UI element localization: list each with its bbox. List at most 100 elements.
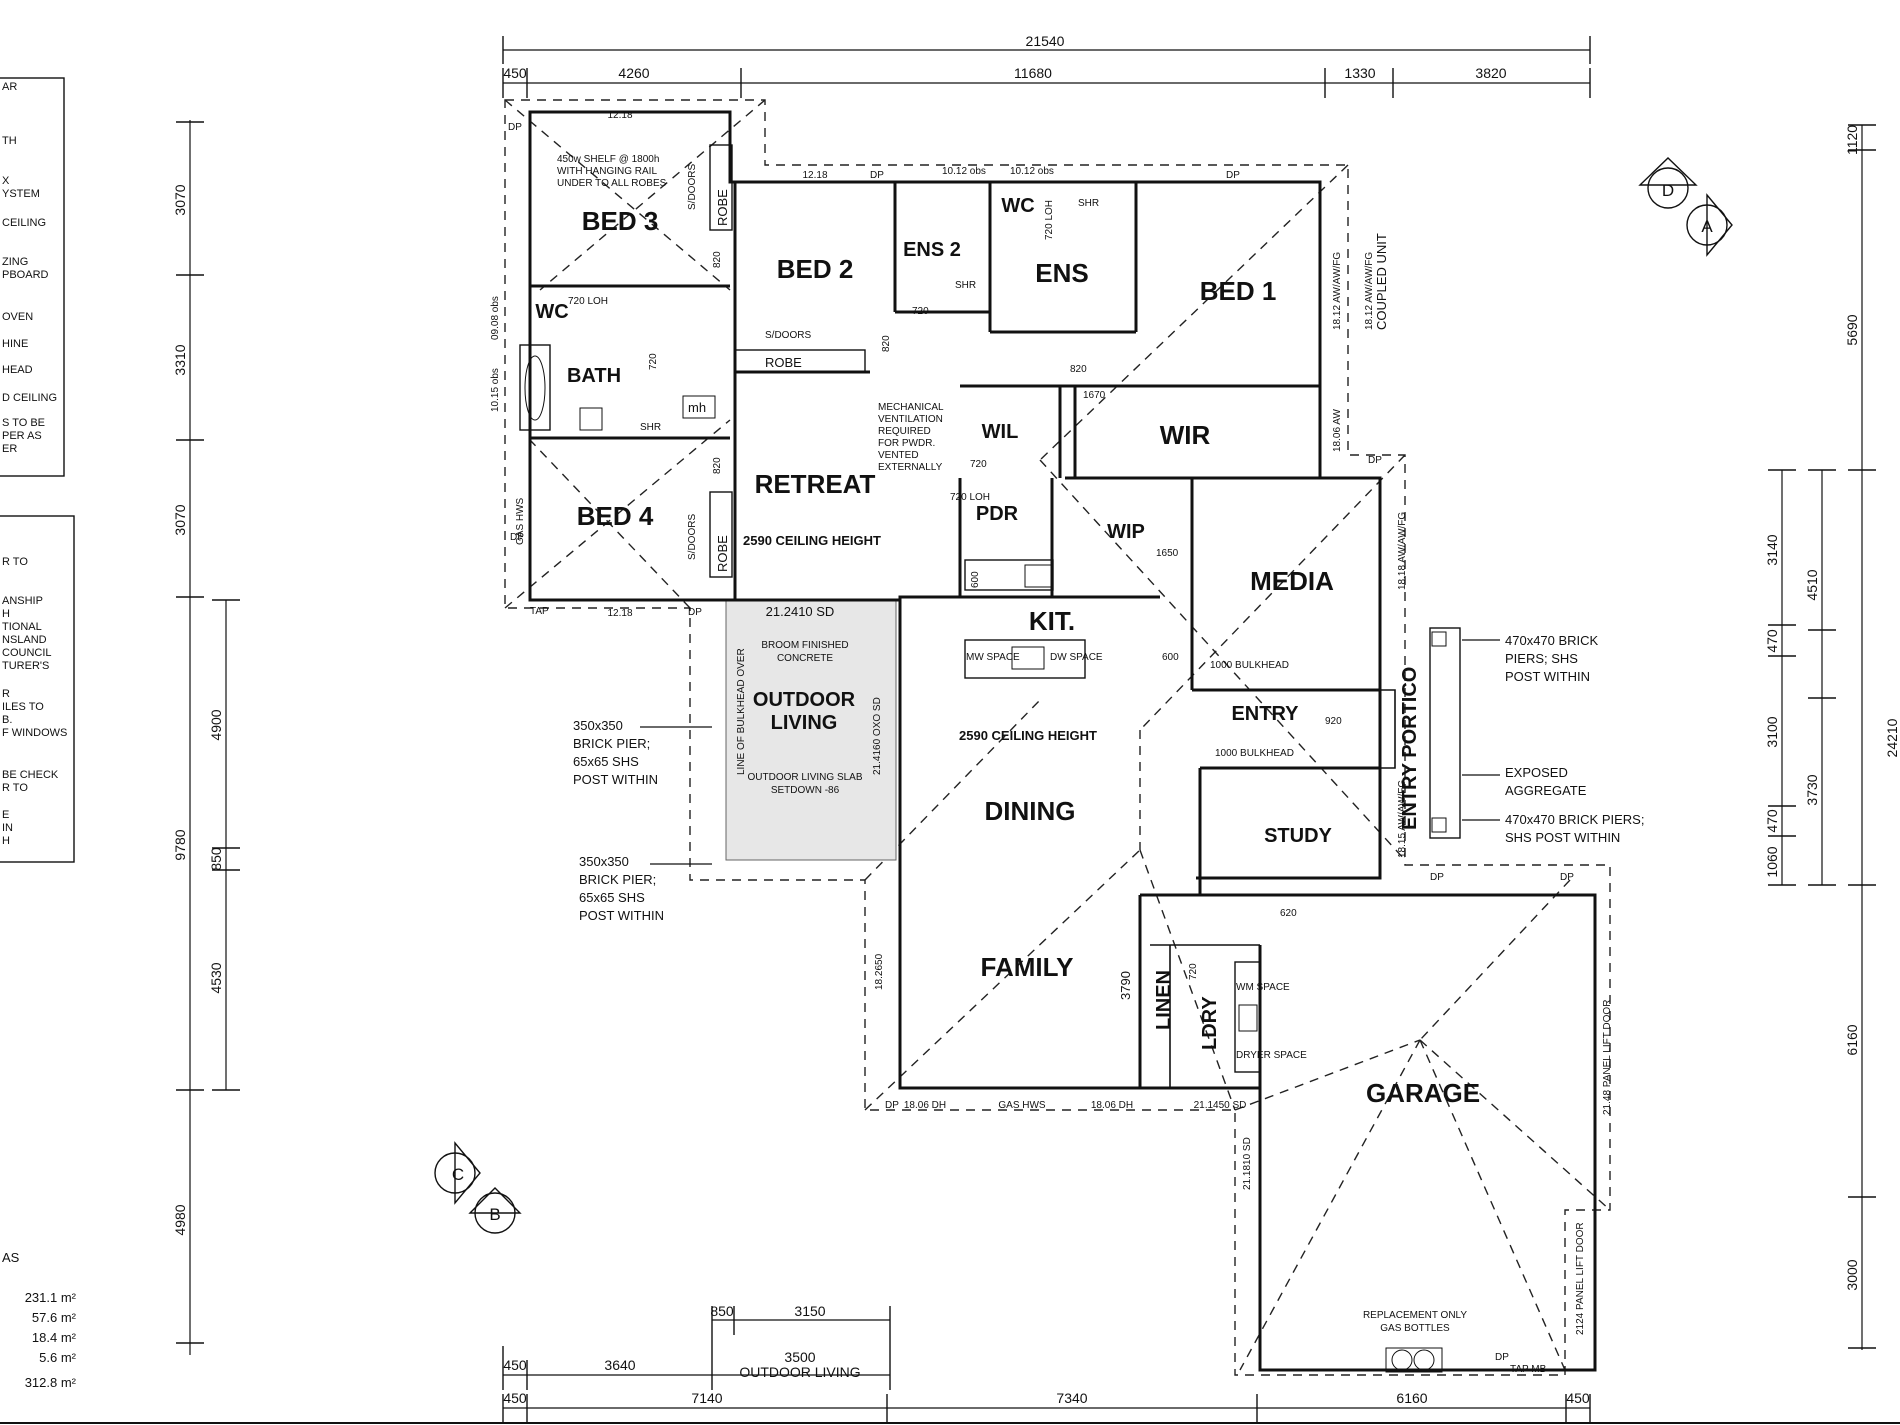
note-dp: DP: [870, 170, 884, 181]
areas-schedule: AS 231.1 m² 57.6 m² 18.4 m² 5.6 m² 312.8…: [2, 1250, 77, 1390]
legend-line: ZING: [2, 256, 28, 268]
note-window: 12.18: [802, 170, 827, 181]
note-slab: OUTDOOR LIVING SLAB: [747, 772, 862, 783]
note-oxsd: 21.4160 OXO SD: [872, 697, 883, 775]
dim-label: OUTDOOR LIVING: [739, 1364, 860, 1380]
legend-line: TIONAL: [2, 621, 42, 633]
room-kit: KIT.: [1029, 606, 1075, 636]
legend-line: B.: [2, 714, 12, 726]
note-gas-bottles: GAS BOTTLES: [1380, 1323, 1450, 1334]
dim-label: 3640: [604, 1357, 635, 1373]
legend-line: HEAD: [2, 364, 33, 376]
note-obs: 10.12 obs: [1010, 166, 1054, 177]
dim-label: 4900: [208, 709, 224, 740]
legend-line: TH: [2, 135, 17, 147]
note-mw: MW SPACE: [966, 652, 1020, 663]
dim-label: 470: [1764, 809, 1780, 833]
legend-line: R TO: [2, 556, 28, 568]
dim-label: 4980: [172, 1204, 188, 1235]
note-dh: 18.06 DH: [904, 1100, 946, 1111]
room-wc-left: WC: [535, 301, 568, 323]
note-window: 12.18: [607, 110, 632, 121]
area-value: 312.8 m²: [25, 1375, 77, 1390]
note-window: 18.12 AW/AW/FG: [1364, 252, 1375, 330]
note-shr: SHR: [640, 422, 661, 433]
legend-line: TURER'S: [2, 660, 49, 672]
legend-line: D CEILING: [2, 392, 57, 404]
note-coupled: COUPLED UNIT: [1374, 233, 1389, 330]
note-dim: 3790: [1118, 971, 1133, 1000]
note-bulkhead: 1000 BULKHEAD: [1210, 660, 1289, 671]
note-tap: TAP: [530, 606, 549, 617]
note-dryer: DRYER SPACE: [1236, 1050, 1307, 1061]
area-value: 231.1 m²: [25, 1290, 77, 1305]
room-ens2: ENS 2: [903, 239, 961, 261]
note-dp: DP: [1560, 872, 1574, 883]
legend-line: S TO BE: [2, 417, 45, 429]
dim-label: 4530: [208, 962, 224, 993]
room-study: STUDY: [1264, 825, 1332, 847]
note-broom: CONCRETE: [777, 653, 833, 664]
note-door-size: 820: [1070, 364, 1087, 375]
dim-label: 3070: [172, 504, 188, 535]
note-pier: SHS POST WITHIN: [1505, 830, 1620, 845]
room-wir: WIR: [1160, 420, 1211, 450]
dim-label: 5690: [1844, 314, 1860, 345]
legend-line: HINE: [2, 338, 28, 350]
legend-line: ER: [2, 443, 17, 455]
note-gas-bottles: REPLACEMENT ONLY: [1363, 1310, 1467, 1321]
legend-line: ILES TO: [2, 701, 44, 713]
legend-line: F WINDOWS: [2, 727, 67, 739]
legend-line: IN: [2, 822, 13, 834]
areas-label: AS: [2, 1250, 20, 1265]
dim-label: 3500: [784, 1349, 815, 1365]
roof-outline: [504, 99, 1611, 1376]
note-pier: 65x65 SHS: [579, 890, 645, 905]
legend-line: H: [2, 608, 10, 620]
legend-line: X: [2, 175, 10, 187]
dim-label: 3310: [172, 344, 188, 375]
legend-line: R: [2, 688, 10, 700]
note-mech: EXTERNALLY: [878, 462, 943, 473]
note-dp: DP: [1226, 170, 1240, 181]
note-dp: DP: [508, 122, 522, 133]
note-sdoors: S/DOORS: [765, 330, 811, 341]
note-gas-hws: GAS HWS: [515, 497, 526, 545]
room-outdoor-living: LIVING: [771, 712, 838, 734]
note-pier: PIERS; SHS: [1505, 651, 1578, 666]
note-wm: WM SPACE: [1236, 982, 1290, 993]
note-window: 12.18: [607, 608, 632, 619]
note-window: 18.2650: [874, 953, 885, 990]
note-door-size: 1670: [1083, 390, 1106, 401]
area-value: 5.6 m²: [39, 1350, 77, 1365]
note-window: 18.18 AW/AW/FG: [1397, 512, 1408, 590]
marker-b: B: [489, 1205, 500, 1224]
note-shr: SHR: [1078, 198, 1099, 209]
room-bed1: BED 1: [1200, 276, 1277, 306]
note-pier: 470x470 BRICK PIERS;: [1505, 812, 1644, 827]
note-mech: FOR PWDR.: [878, 438, 935, 449]
note-sd: 21.2410 SD: [766, 604, 835, 619]
legend-line: YSTEM: [2, 188, 40, 200]
dim-label: 4510: [1804, 569, 1820, 600]
dim-label: 6160: [1844, 1024, 1860, 1055]
note-window: 18.12 AW/AW/FG: [1332, 252, 1343, 330]
dim-label: 3140: [1764, 534, 1780, 565]
dim-label: 3150: [794, 1303, 825, 1319]
marker-d: D: [1662, 181, 1674, 200]
right-dimensions: 1120 5690 24210 6160 3000 4510 3730 3140…: [1764, 124, 1900, 1350]
note-loh: 720 LOH: [1044, 200, 1055, 240]
dim-label: 1330: [1344, 65, 1375, 81]
note-pier: 350x350: [579, 854, 629, 869]
note-loh: 720 LOH: [950, 492, 990, 503]
note-door-size: 920: [1325, 716, 1342, 727]
room-dining: DINING: [985, 796, 1076, 826]
top-dimensions: 21540 450 4260 11680 1330 3820: [502, 33, 1591, 98]
room-bath: BATH: [567, 365, 621, 387]
dim-label: 850: [710, 1303, 734, 1319]
note-door-size: 600: [970, 571, 981, 588]
legend-line: ANSHIP: [2, 595, 43, 607]
note-mh: mh: [688, 400, 706, 415]
left-dimensions: 3070 3310 3070 9780 4980 4900 850 4530: [172, 120, 240, 1355]
room-outdoor-living: OUTDOOR: [753, 689, 856, 711]
